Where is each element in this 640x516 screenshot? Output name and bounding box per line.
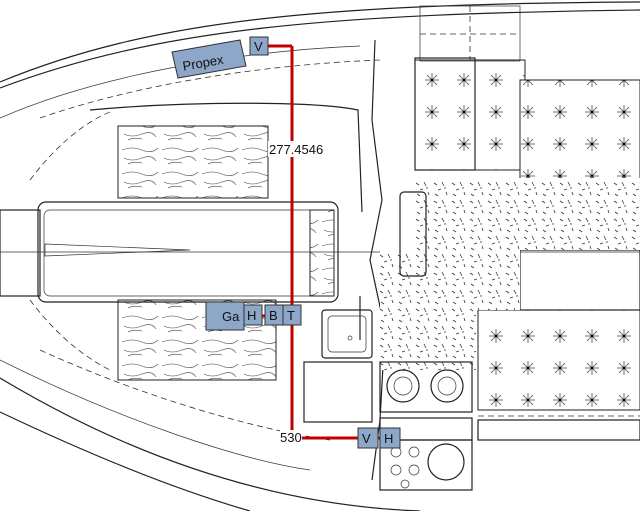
cushions bbox=[414, 5, 640, 417]
component-h-mid: H bbox=[243, 304, 263, 326]
hob-h-bottom: H bbox=[379, 427, 401, 449]
gas-locker-ga: Ga bbox=[205, 301, 245, 331]
cockpit-area bbox=[0, 102, 640, 381]
svg-text:H: H bbox=[247, 308, 256, 323]
svg-text:V: V bbox=[254, 39, 263, 54]
propex-heater: Propex bbox=[171, 39, 247, 79]
component-t: T bbox=[282, 304, 302, 326]
upper-length-label: 277.4546 bbox=[269, 142, 323, 157]
svg-text:H: H bbox=[384, 431, 393, 446]
svg-text:T: T bbox=[287, 308, 295, 323]
svg-text:V: V bbox=[362, 431, 371, 446]
valve-bottom: V bbox=[357, 427, 379, 449]
svg-text:Ga: Ga bbox=[222, 309, 240, 324]
component-b: B bbox=[264, 304, 284, 326]
propex-label: Propex bbox=[181, 52, 225, 74]
cabin-floor bbox=[380, 178, 640, 370]
valve-top: V bbox=[249, 36, 269, 56]
svg-text:B: B bbox=[269, 308, 278, 323]
lower-length-label: 530 bbox=[280, 430, 302, 445]
